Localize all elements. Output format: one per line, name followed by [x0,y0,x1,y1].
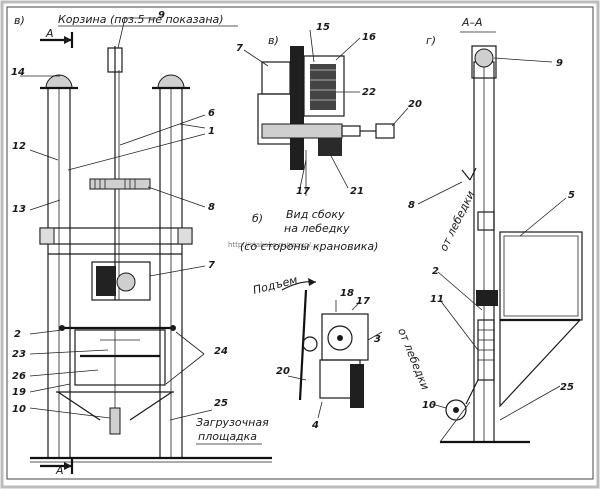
callout-8: 8 [208,202,215,213]
callout-b-15: 15 [316,22,330,33]
winch-drum-flange [290,46,304,170]
side-view-title-2: на лебедку [284,222,350,235]
callout-b-17: 17 [296,186,310,197]
inner-frame [6,6,594,480]
winch-body [91,261,151,301]
section-top-pulley [474,48,494,68]
callout-side-18: 18 [340,288,354,299]
callout-g-11: 11 [430,294,444,305]
bottom-hook [109,407,121,435]
callout-19: 19 [12,387,26,398]
callout-7: 7 [208,260,215,271]
basket-note: Корзина (поз.5 не показана) [58,13,224,26]
callout-g-5: 5 [568,190,575,201]
threaded-rod [89,178,151,190]
winch-side-view: б) Вид сбоку на лебедку (со стороны кран… [240,208,383,431]
view-label-b: в) [268,34,279,47]
side-view-title-3: (со стороны крановика) [240,240,378,253]
right-top-pulley [157,74,185,89]
callout-b-20: 20 [408,99,422,110]
callout-23: 23 [12,349,26,360]
callout-12: 12 [12,141,26,152]
section-marker-top: А [45,27,54,40]
callout-26: 26 [12,371,26,382]
callout-g-10: 10 [422,400,436,411]
loading-label-2: площадка [198,430,257,443]
winch-detail-view: в) 15 16 7 22 20 17 21 [236,22,422,197]
side-view-title-1: Вид сбоку [286,208,345,221]
callout-g-25: 25 [560,382,574,393]
section-aa-label: А–А [461,16,483,29]
callout-side-17: 17 [356,296,370,307]
callout-25: 25 [214,398,228,409]
callout-side-3: 3 [374,334,381,345]
main-elevation-view: в) Корзина (поз.5 не показана) А [11,10,320,477]
loading-label-1: Загрузочная [196,416,269,429]
callout-b-16: 16 [362,32,376,43]
section-marker-bottom: А [55,464,64,477]
view-label-g: г) [426,34,436,47]
callout-13: 13 [12,204,26,215]
callout-side-4: 4 [311,420,319,431]
callout-b-7: 7 [236,43,243,54]
callout-24: 24 [214,346,228,357]
callout-b-21: 21 [350,186,364,197]
watermark: http://stakaka.ru/pravo/.... [228,241,320,249]
callout-10: 10 [12,404,26,415]
callout-14: 14 [11,67,25,78]
callout-g-8: 8 [408,200,415,211]
callout-b-22: 22 [362,87,376,98]
callout-g-9: 9 [556,58,563,69]
callout-g-2: 2 [432,266,439,277]
callout-2: 2 [14,329,21,340]
view-label-v: в) [14,14,25,27]
view-label-side: б) [252,212,263,225]
callout-1: 1 [208,126,215,137]
winch-shaft [261,123,343,139]
callout-9: 9 [158,10,165,21]
left-top-pulley [45,74,73,89]
cage [74,329,166,386]
callout-6: 6 [208,108,215,119]
callout-side-20: 20 [276,366,290,377]
